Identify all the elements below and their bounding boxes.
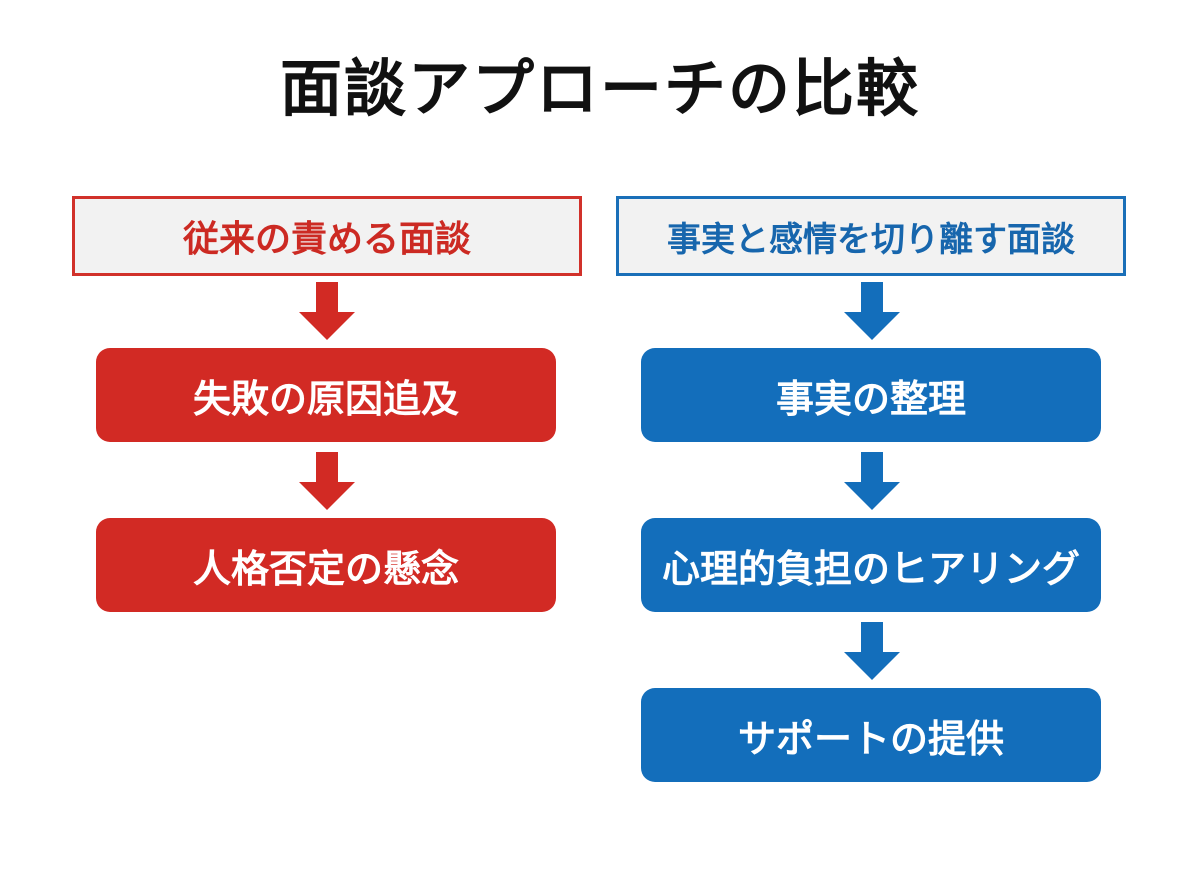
left-step-2-label: 人格否定の懸念 (192, 546, 459, 591)
right-step-3-label: サポートの提供 (737, 716, 1004, 761)
right-step-2-label: 心理的負担のヒアリング (661, 546, 1080, 591)
right-step-3: サポートの提供 (641, 688, 1101, 782)
left-step-1-label: 失敗の原因追及 (192, 376, 459, 421)
right-header-box: 事実と感情を切り離す面談 (616, 196, 1126, 276)
left-arrow-1-icon (299, 282, 355, 340)
right-step-2: 心理的負担のヒアリング (641, 518, 1101, 612)
right-header-label: 事実と感情を切り離す面談 (667, 219, 1075, 260)
left-arrow-2-icon (299, 452, 355, 510)
right-arrow-1-icon (844, 282, 900, 340)
diagram-title: 面談アプローチの比較 (279, 52, 920, 125)
left-header-box: 従来の責める面談 (72, 196, 582, 276)
right-arrow-3-icon (844, 622, 900, 680)
left-step-2: 人格否定の懸念 (96, 518, 556, 612)
right-step-1: 事実の整理 (641, 348, 1101, 442)
right-step-1-label: 事実の整理 (775, 376, 966, 421)
left-step-1: 失敗の原因追及 (96, 348, 556, 442)
right-arrow-2-icon (844, 452, 900, 510)
left-header-label: 従来の責める面談 (182, 219, 471, 260)
